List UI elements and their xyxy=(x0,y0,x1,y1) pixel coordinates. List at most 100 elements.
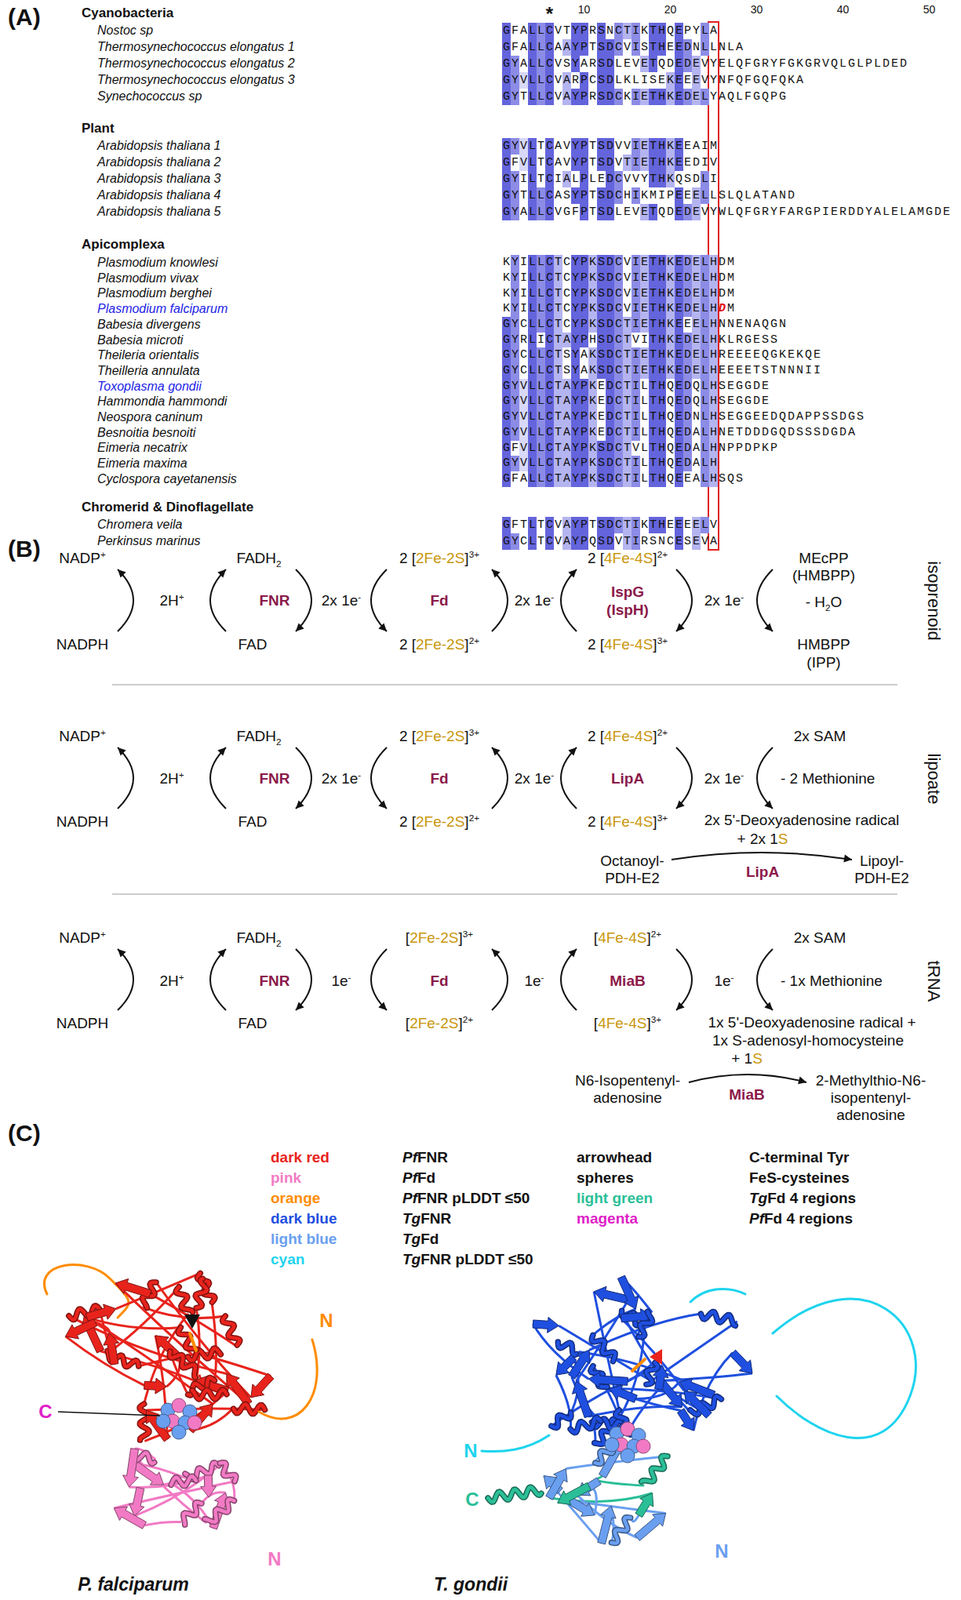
position-number: 20 xyxy=(664,3,678,16)
reaction-arc xyxy=(560,949,577,1011)
reaction-arc xyxy=(295,747,312,809)
helix xyxy=(591,1335,616,1362)
label: 1e- xyxy=(713,972,734,991)
species-name: Arabidopsis thaliana 2 xyxy=(97,155,221,170)
position-number: 40 xyxy=(837,3,850,16)
species-name: Theilleria annulata xyxy=(97,364,201,379)
terminus-label: C xyxy=(38,1401,52,1424)
strand xyxy=(588,1372,628,1388)
helix xyxy=(192,1390,227,1400)
helix xyxy=(195,1278,208,1308)
strand xyxy=(532,1317,559,1333)
tyr-arrowhead xyxy=(184,1314,201,1329)
strand xyxy=(200,1475,217,1498)
legend-swatch: light green xyxy=(576,1190,653,1208)
helix xyxy=(646,1362,659,1385)
fes-sphere xyxy=(620,1448,635,1464)
sequence-row: GFALLCVTYPRSNCTIKTHQEPYLA xyxy=(502,22,718,40)
helix xyxy=(638,1311,653,1337)
arrowhead xyxy=(378,1001,387,1011)
legend-swatch: dark red xyxy=(270,1149,330,1167)
sequence-row: GFTLTCVAYPTSDCTIKTHEEEELV xyxy=(502,516,718,534)
arrowhead xyxy=(378,800,387,809)
label: 2x SAM xyxy=(793,929,847,947)
sequence-row: GYVLLCTAYPKEDCTILTHQEDQLHSEGGDE xyxy=(502,378,770,395)
sequence-row: GYVLLCVARPCSDLKLISEKEEEVYNFQFGQFQKA xyxy=(502,72,805,89)
label: FADH2 xyxy=(236,929,281,947)
coil xyxy=(599,1481,645,1486)
label: FAD xyxy=(238,813,268,831)
legend-symbol: arrowhead xyxy=(576,1149,652,1167)
species-name: Thermosynechococcus elongatus 1 xyxy=(97,40,295,55)
group-heading: Plant xyxy=(81,120,115,137)
helix xyxy=(222,1316,241,1346)
strand xyxy=(226,1374,252,1407)
species-name: Arabidopsis thaliana 5 xyxy=(97,204,221,219)
low-confidence-loop xyxy=(481,1435,550,1453)
fes-sphere xyxy=(156,1414,171,1429)
label: 2 [2Fe-2S]2+ xyxy=(399,636,480,654)
legend-text: TgFNR pLDDT ≤50 xyxy=(402,1251,534,1269)
arrowhead xyxy=(217,949,226,958)
strand xyxy=(729,1350,753,1374)
leader-line xyxy=(58,1412,161,1417)
terminus-label: N xyxy=(319,1310,333,1333)
strand xyxy=(557,1482,591,1505)
label: + 1S xyxy=(731,1050,763,1068)
arrowhead xyxy=(843,855,852,863)
species-name: Thermosynechococcus elongatus 3 xyxy=(97,72,295,88)
sequence-row: GYCLLCTSYAKSDCTIETHKEDELHEEEETSTNNNII xyxy=(502,363,822,379)
sequence-row: GYVLLCTAYPKEDCTILTHQEDNLHSEGGEEDQDAPPSSD… xyxy=(502,409,865,426)
coil xyxy=(621,1318,685,1391)
coil xyxy=(116,1273,201,1309)
species-name: Hammondia hammondi xyxy=(97,394,227,409)
arrowhead xyxy=(117,747,127,757)
coil xyxy=(144,1521,182,1526)
label: isopentenyl- xyxy=(830,1089,911,1107)
label: 2 [4Fe-4S]3+ xyxy=(587,636,668,654)
reaction-arc xyxy=(491,569,508,632)
species-name: Chromera veila xyxy=(97,517,183,532)
label: 2x 1e- xyxy=(514,592,554,610)
coil xyxy=(588,1406,682,1417)
strand xyxy=(684,1390,712,1419)
label: - H2O xyxy=(805,593,843,612)
species-name: Toxoplasma gondii xyxy=(97,378,202,394)
label: Octanoyl- xyxy=(600,852,664,870)
reaction-arc xyxy=(210,747,226,809)
strand xyxy=(144,1378,168,1395)
reaction-arc xyxy=(371,747,387,809)
species-name: Plasmodium falciparum xyxy=(97,302,228,317)
reaction-arc xyxy=(676,569,692,632)
helix xyxy=(169,1351,196,1378)
label: 2-Methylthio-N6- xyxy=(815,1072,926,1090)
legend-text: TgFd xyxy=(402,1230,439,1249)
arrowhead xyxy=(295,622,305,632)
label: 2 [2Fe-2S]3+ xyxy=(399,728,480,746)
strand xyxy=(617,1275,638,1310)
arrowhead xyxy=(764,800,773,809)
sequence-row: GFALLCTAYPKSDCTILTHQEEALHSQS xyxy=(502,471,744,488)
sequence-row: GYCLLCTSYAKSDCTIETHKEDELHREEEEQGKEKQE xyxy=(502,347,822,364)
label: + 2x 1S xyxy=(737,830,789,849)
label: [4Fe-4S]2+ xyxy=(593,929,662,947)
enzyme-name: LipA xyxy=(746,863,779,881)
arrowhead xyxy=(797,1077,807,1085)
reaction-arc xyxy=(210,949,226,1011)
arrowhead xyxy=(378,622,387,632)
reaction-arc xyxy=(560,747,577,809)
low-confidence-loop xyxy=(43,1265,128,1318)
arrowhead xyxy=(676,622,685,632)
helix xyxy=(204,1499,235,1523)
sequence-row: GYALLCVSYARSDLEVETQDEDEVYELQFGRYFGKGRVQL… xyxy=(502,55,908,73)
helix xyxy=(171,1476,197,1486)
label: 1x S-adenosyl-homocysteine xyxy=(712,1032,904,1050)
pathway-name: tRNA xyxy=(923,961,943,1003)
sequence-row: GFVLTCAVYPTSDVTIETHKEEDIV xyxy=(502,154,718,172)
arrowhead xyxy=(295,1001,305,1011)
helix xyxy=(175,1287,193,1313)
pathway-name: lipoate xyxy=(923,753,943,805)
label: NADP+ xyxy=(58,728,106,746)
helix xyxy=(551,1412,572,1428)
label: - 1x Methionine xyxy=(780,972,883,991)
